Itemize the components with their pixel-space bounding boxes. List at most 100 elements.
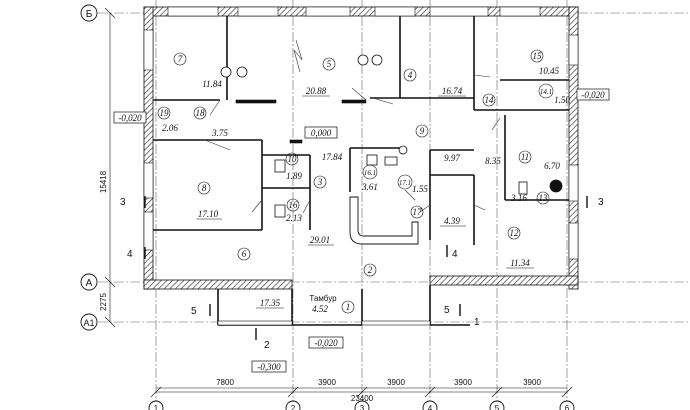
level-right-door: -0,020: [576, 88, 610, 101]
room-7-area: 11.84: [202, 79, 222, 89]
svg-text:-0,020: -0,020: [581, 90, 605, 100]
room-2-area: 17.35: [260, 298, 281, 308]
room-3-number: 3: [313, 175, 327, 189]
axis-marker-col-4: 4: [422, 400, 438, 410]
svg-text:2: 2: [291, 404, 296, 410]
room-16-1-area: 3.61: [361, 182, 378, 192]
room-15-area: 10.45: [539, 66, 560, 76]
svg-text:5: 5: [327, 59, 332, 69]
room-17-number: 17: [410, 205, 424, 219]
toilet-icon: [518, 181, 528, 195]
dimension-bay-1: 7800: [216, 378, 234, 387]
sink-icon: [384, 156, 398, 166]
axis-marker-col-2: 2: [285, 400, 301, 410]
level-ground: -0,300: [251, 360, 287, 373]
section-5-right: 5: [444, 305, 450, 316]
room-1-area: 4.52: [312, 304, 328, 314]
toilet-icon: [366, 154, 378, 166]
svg-text:-0,020: -0,020: [118, 113, 142, 123]
room-19-number: 19: [157, 106, 171, 120]
svg-text:14: 14: [485, 95, 495, 105]
sanitary-fixtures: [220, 54, 563, 218]
room-labels: 1 2 3 4 5 6 7 8 9 10 11 12 13 14 15 16 1…: [157, 49, 554, 314]
toilet-icon: [274, 204, 286, 218]
section-5-left: 5: [191, 306, 197, 317]
dimension-bay-5: 3900: [523, 378, 541, 387]
column-icon: [220, 66, 232, 78]
section-2-label: 2: [264, 340, 270, 351]
room-17-1-area: 1.55: [412, 184, 428, 194]
room-2-number: 2: [363, 263, 377, 277]
svg-text:3: 3: [317, 177, 323, 187]
svg-text:14.1: 14.1: [540, 88, 552, 96]
svg-text:5: 5: [495, 404, 500, 410]
column-icon: [236, 66, 248, 78]
section-labels: 3 3 4 4 5 5 1 2: [120, 197, 604, 351]
column-icon: [371, 54, 383, 66]
svg-text:10: 10: [288, 154, 298, 164]
room-10-area: 1.89: [286, 171, 302, 181]
svg-text:7: 7: [178, 54, 183, 64]
room-14-area: 8.35: [485, 156, 501, 166]
svg-text:0,000: 0,000: [311, 128, 332, 138]
dimension-total: 23400: [351, 394, 374, 403]
room-6-number: 6: [237, 247, 251, 261]
axis-marker-row-a1: А1: [80, 313, 98, 331]
axis-marker-col-5: 5: [489, 400, 505, 410]
room-1-name: Тамбур: [309, 294, 337, 303]
room-7-number: 7: [173, 52, 187, 66]
room-1-number: 1: [341, 300, 355, 314]
room-17-area: 4.39: [444, 216, 460, 226]
level-left-door: -0,020: [113, 111, 147, 124]
svg-text:6: 6: [242, 249, 247, 259]
svg-text:16.1: 16.1: [364, 169, 376, 177]
dimension-bay-4: 3900: [454, 378, 472, 387]
svg-text:А1: А1: [83, 318, 94, 328]
room-17-1-number: 17.1: [397, 174, 413, 190]
reception-counter: [349, 196, 419, 245]
room-19-area: 2.06: [162, 123, 178, 133]
room-14-1-number: 14.1: [538, 83, 554, 99]
svg-text:3: 3: [360, 404, 365, 410]
room-16-number: 16: [286, 198, 300, 212]
section-4-left: 4: [127, 249, 133, 260]
partition-fragments: [235, 99, 367, 144]
svg-text:4: 4: [428, 404, 433, 410]
area-underlines: [196, 95, 534, 309]
svg-text:6: 6: [565, 404, 570, 410]
section-3-right: 3: [598, 197, 604, 208]
door-swings: [204, 39, 501, 214]
room-8-area: 17.10: [198, 209, 219, 219]
svg-text:-0,020: -0,020: [314, 338, 338, 348]
level-floor: 0,000: [304, 126, 338, 139]
svg-text:17: 17: [413, 207, 423, 217]
room-16-area: 2.13: [286, 213, 302, 223]
room-13-number: 13: [536, 191, 550, 205]
svg-text:Б: Б: [86, 9, 93, 20]
sink-icon: [398, 145, 408, 155]
level-entrance: -0,020: [308, 336, 344, 349]
room-18-number: 18: [193, 106, 207, 120]
section-marks: [144, 196, 588, 340]
interior-partitions: [153, 16, 569, 245]
room-9-area: 9.97: [444, 153, 460, 163]
exterior-walls: [143, 6, 579, 290]
vestibule: [217, 285, 470, 326]
room-areas: 4.52 Тамбур 17.35 17.84 16.74 20.88 29.0…: [162, 66, 570, 314]
section-3-left: 3: [120, 197, 126, 208]
section-4-right: 4: [452, 249, 458, 260]
room-15-number: 15: [530, 49, 544, 63]
axis-marker-col-6: 6: [559, 400, 575, 410]
svg-text:2: 2: [368, 265, 373, 275]
dimension-bay-2: 3900: [318, 378, 336, 387]
room-18-area: 3.75: [211, 128, 228, 138]
room-14-number: 14: [482, 93, 496, 107]
svg-text:12: 12: [510, 228, 520, 238]
boiler-icon: [549, 179, 563, 193]
room-5-number: 5: [322, 57, 336, 71]
svg-text:1: 1: [346, 302, 351, 312]
dimension-vestibule-depth: 2275: [99, 293, 108, 311]
entrance-glazing: [217, 320, 431, 326]
toilet-icon: [274, 159, 286, 173]
